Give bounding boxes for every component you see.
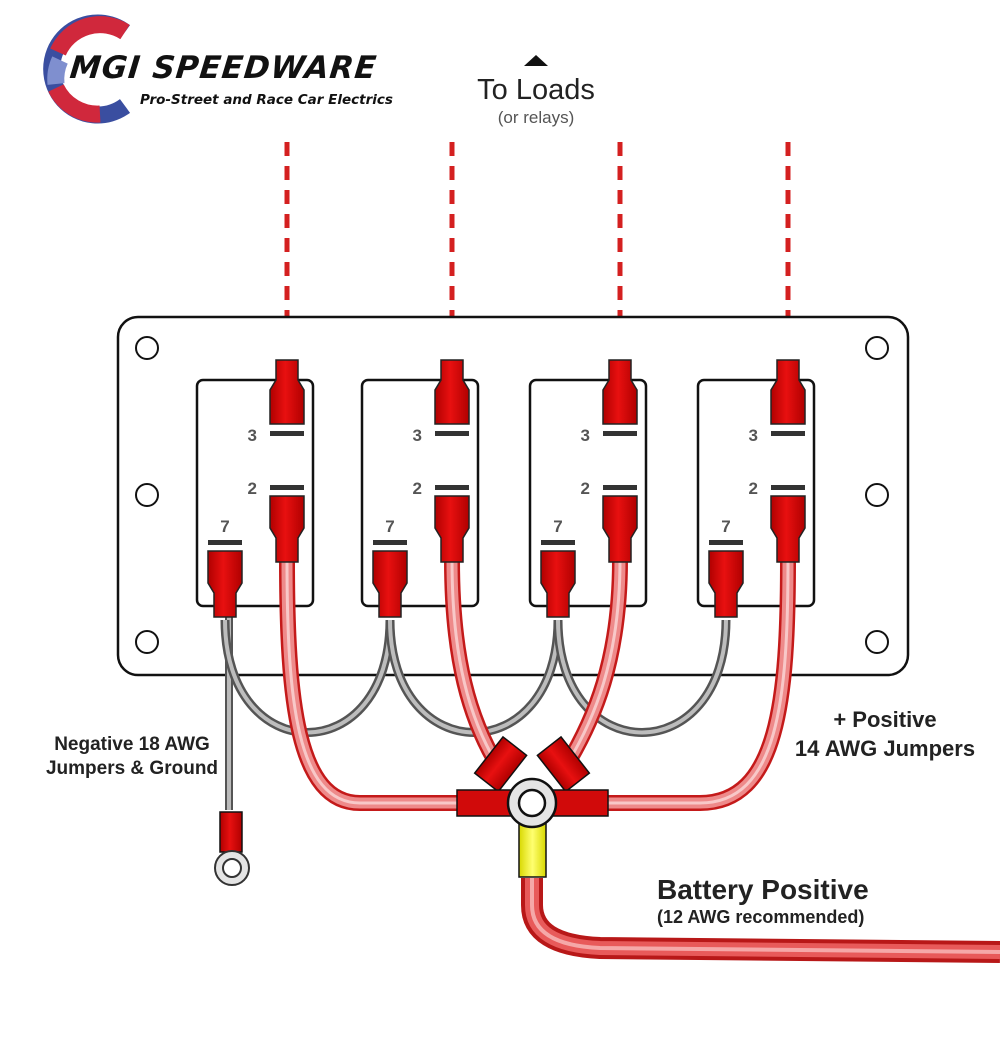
pin-label-3: 3: [248, 426, 257, 445]
spade-terminal: [540, 550, 576, 618]
spade-terminal: [434, 495, 470, 563]
pin-label-2: 2: [581, 479, 590, 498]
pin-label-2: 2: [248, 479, 257, 498]
brand-tagline: Pro-Street and Race Car Electrics: [140, 92, 393, 108]
positive-jumpers: [279, 559, 796, 811]
pin-label-2: 2: [749, 479, 758, 498]
mounting-hole: [865, 483, 889, 507]
spade-terminal: [372, 550, 408, 618]
pin-label-3: 3: [749, 426, 758, 445]
mounting-holes: [135, 336, 889, 654]
battery-sublabel: (12 AWG recommended): [657, 907, 865, 927]
mounting-hole: [865, 630, 889, 654]
pin-label-7: 7: [385, 517, 394, 536]
up-triangle-icon: [524, 55, 548, 66]
spade-terminal: [770, 359, 806, 425]
brand-logo-icon: [43, 14, 131, 124]
negative-label-line2: Jumpers & Ground: [45, 758, 219, 779]
loads-subtitle: (or relays): [497, 108, 575, 127]
mounting-hole: [135, 630, 159, 654]
spade-terminal: [602, 495, 638, 563]
spade-terminal: [269, 359, 305, 425]
battery-wire: [521, 878, 1000, 963]
pin-label-3: 3: [581, 426, 590, 445]
mounting-hole: [135, 483, 159, 507]
positive-label-line1: + Positive: [833, 707, 937, 732]
battery-label: Battery Positive: [657, 874, 869, 905]
yellow-ring-terminal: [518, 821, 547, 878]
negative-label-line1: Negative 18 AWG: [54, 734, 210, 755]
ground-ring-terminal: [214, 811, 250, 886]
spade-terminal: [770, 495, 806, 563]
pin-label-7: 7: [721, 517, 730, 536]
spade-terminal: [207, 550, 243, 618]
pin-label-7: 7: [220, 517, 229, 536]
spade-terminal: [434, 359, 470, 425]
positive-label: + Positive 14 AWG Jumpers: [770, 705, 1000, 763]
junction: [456, 735, 609, 878]
pin-label-3: 3: [413, 426, 422, 445]
brand-name: MGI SPEEDWARE: [68, 50, 379, 86]
negative-label: Negative 18 AWG Jumpers & Ground: [22, 733, 242, 781]
pin-label-2: 2: [413, 479, 422, 498]
mounting-hole: [865, 336, 889, 360]
spade-terminal: [602, 359, 638, 425]
loads-title: To Loads: [477, 74, 595, 106]
pin-label-7: 7: [553, 517, 562, 536]
mounting-hole: [135, 336, 159, 360]
positive-label-line2: 14 AWG Jumpers: [794, 736, 976, 761]
spade-terminal: [269, 495, 305, 563]
spade-terminal: [708, 550, 744, 618]
